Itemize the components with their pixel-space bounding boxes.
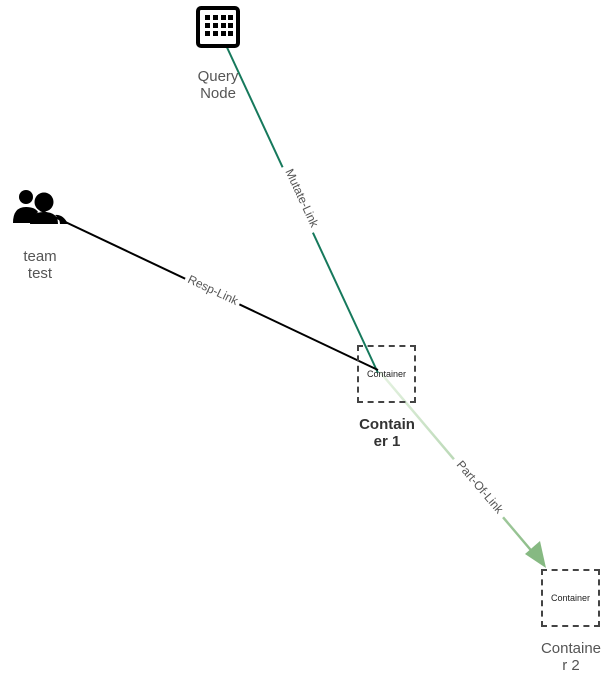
container-2-label: Containe r 2 [528,640,608,674]
query-node-label-line2: Node [200,85,236,102]
query-node-label: Query Node [178,68,258,102]
container-1-label-line2: er 1 [373,433,401,450]
team-test-label: team test [0,248,80,282]
part-of-link-arrowhead [525,541,546,568]
part-of-link-label: Part-Of-Link [454,458,507,517]
container-1-label-line1: Contain [359,416,415,433]
group-icon[interactable] [13,190,68,224]
team-test-label-line2: test [27,265,53,282]
building-icon[interactable] [196,6,240,48]
resp-link-label: Resp-Link [186,272,242,308]
container-1-label: Contain er 1 [343,416,431,450]
container-1-node[interactable]: Container [357,345,416,403]
team-test-label-line1: team [23,248,57,265]
query-node-label-line1: Query [197,68,239,85]
container-2-inner-text: Container [550,593,591,603]
container-2-label-line2: r 2 [562,657,580,674]
container-1-inner-text: Container [366,369,407,379]
container-2-label-line1: Containe [540,640,602,657]
mutate-link-label: Mutate-Link [282,167,322,231]
container-2-node[interactable]: Container [541,569,600,627]
